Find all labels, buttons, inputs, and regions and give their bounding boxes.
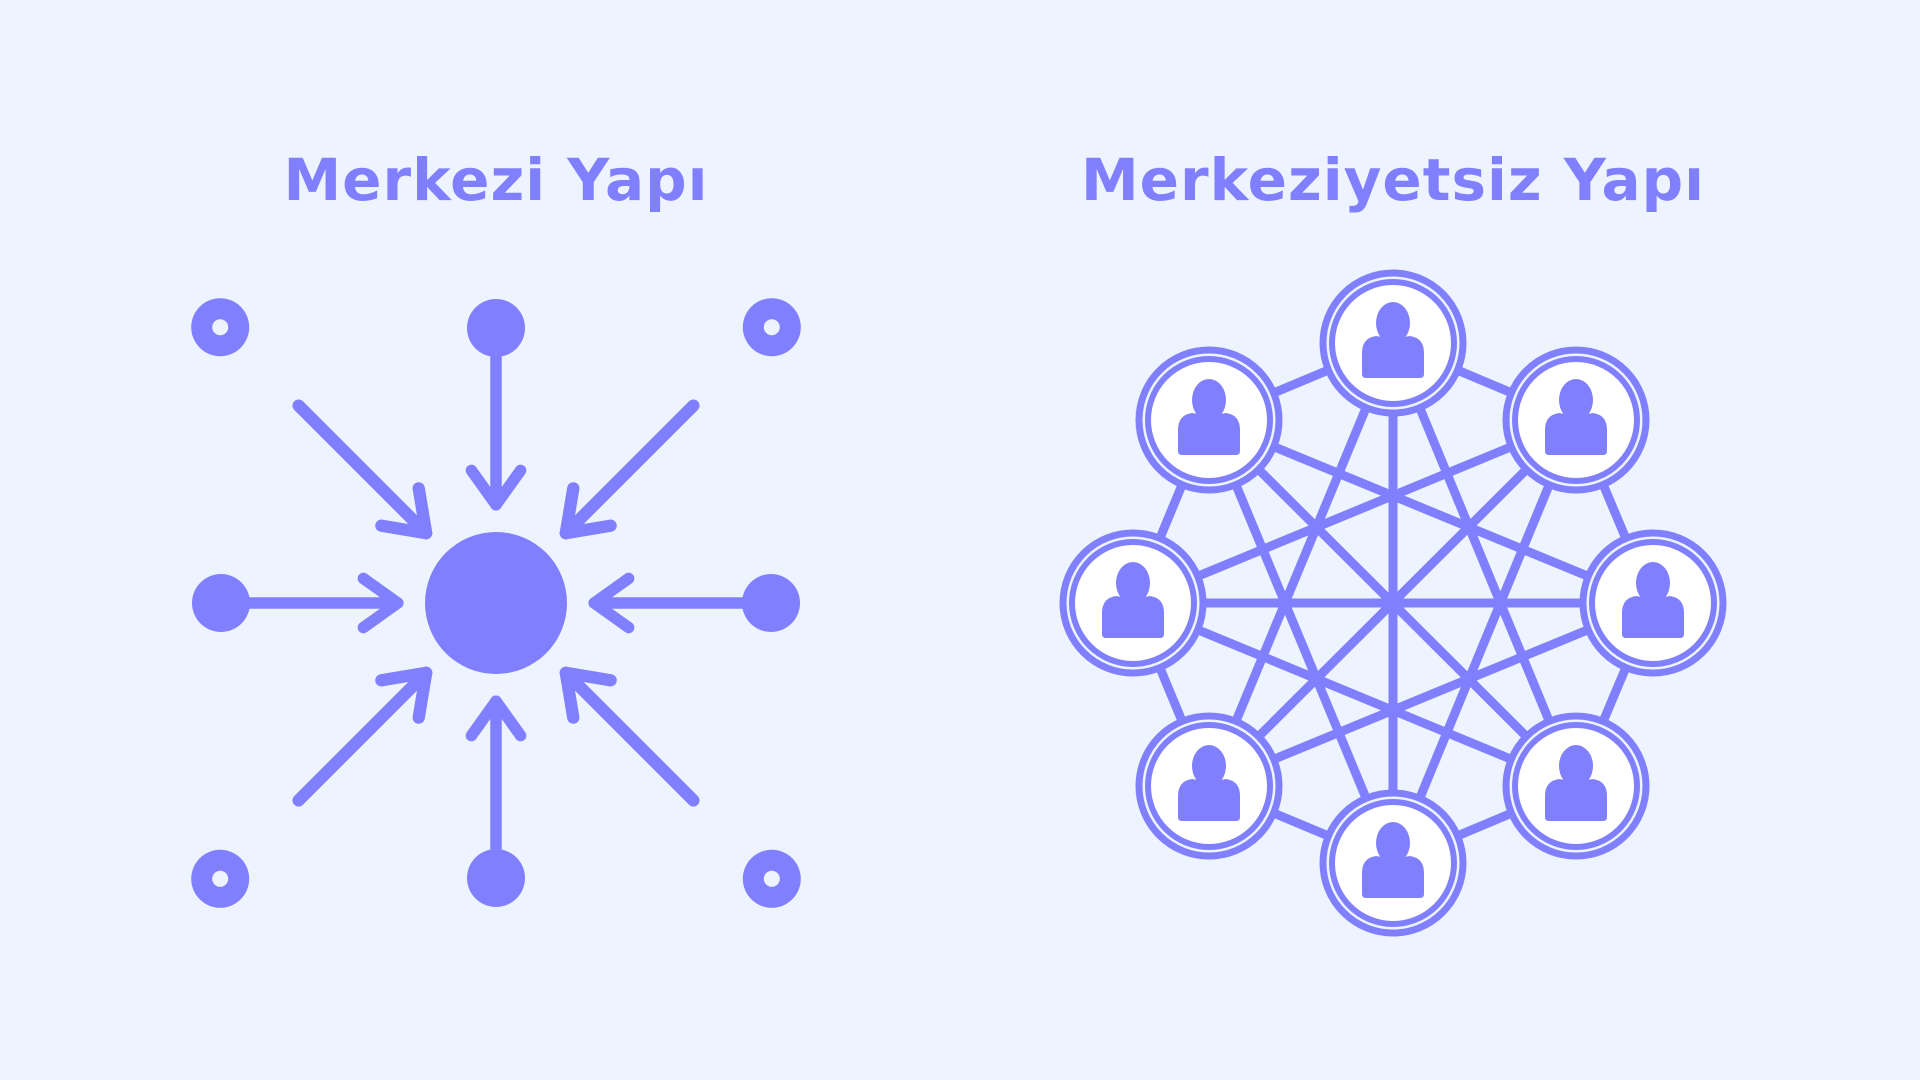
decentralized-title: Merkeziyetsiz Yapı (1080, 146, 1706, 214)
outer-node-top-left-hole (212, 319, 229, 336)
user-node-top-right (1502, 346, 1650, 494)
arrow-top-right-icon (547, 387, 712, 552)
user-node-top (1319, 269, 1467, 417)
outer-node-left (192, 574, 250, 632)
outer-node-top (467, 299, 525, 357)
user-node-right (1579, 529, 1727, 677)
outer-node-right (742, 574, 800, 632)
user-node-bottom (1319, 789, 1467, 937)
decentralized-diagram (1059, 269, 1727, 937)
arrow-right-icon (594, 578, 762, 627)
outer-node-bottom-left-hole (212, 870, 229, 887)
arrow-bottom-icon (471, 701, 520, 869)
central-hub-node (425, 532, 567, 674)
user-node-left (1059, 529, 1207, 677)
centralized-title: Merkezi Yapı (283, 146, 709, 214)
arrow-top-left-icon (280, 387, 445, 552)
user-node-bottom-right (1502, 712, 1650, 860)
outer-node-top-right-hole (763, 319, 780, 336)
arrow-bottom-right-icon (547, 654, 712, 819)
centralized-diagram (191, 298, 801, 908)
user-node-bottom-left (1135, 712, 1283, 860)
arrow-left-icon (230, 578, 398, 627)
user-node-top-left (1135, 346, 1283, 494)
outer-node-bottom (467, 849, 525, 907)
arrow-top-icon (471, 337, 520, 505)
arrow-bottom-left-icon (280, 654, 445, 819)
outer-node-bottom-right-hole (763, 870, 780, 887)
